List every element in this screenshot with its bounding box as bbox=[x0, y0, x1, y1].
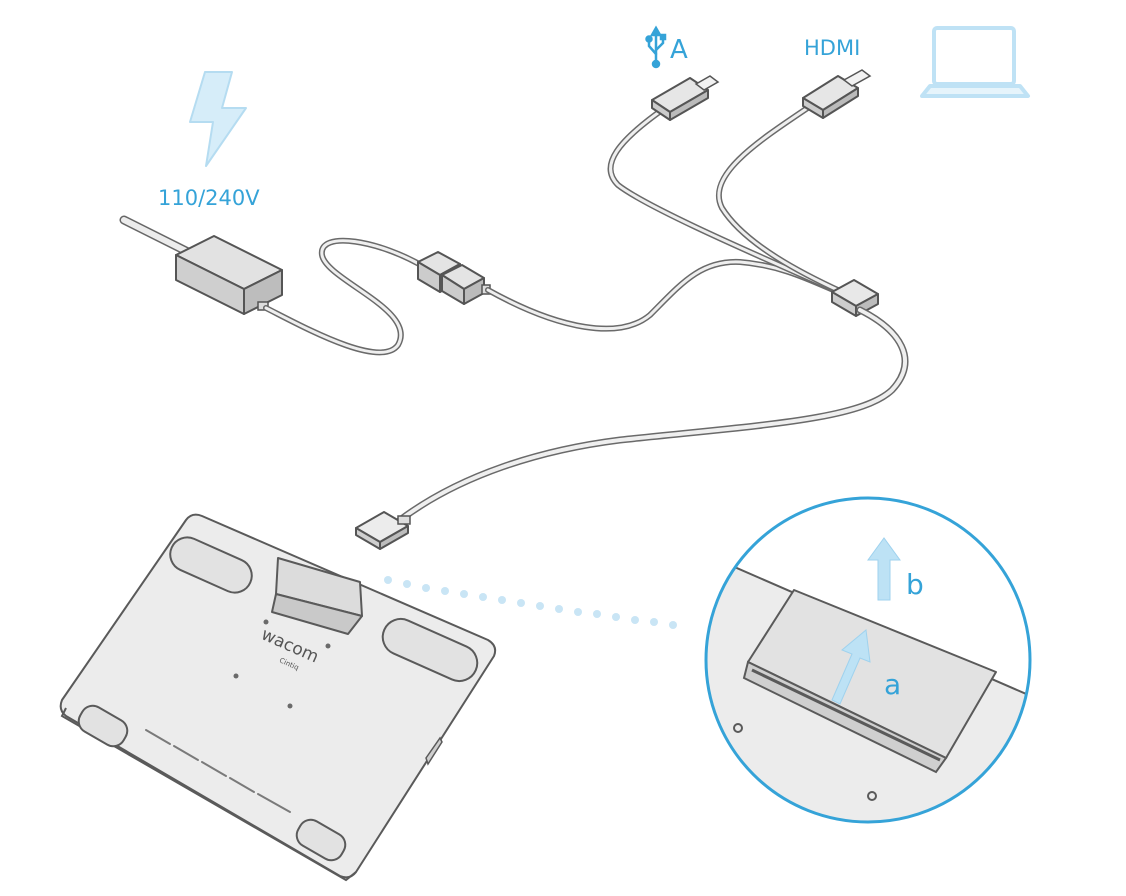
zoom-callout: a b bbox=[704, 496, 1032, 824]
step-b-label: b bbox=[906, 568, 924, 601]
usb-a-label: A bbox=[670, 35, 688, 65]
usb-plug bbox=[651, 75, 720, 121]
grip-right bbox=[381, 617, 479, 683]
display-connector bbox=[355, 511, 411, 550]
grip-top-left bbox=[169, 536, 253, 594]
mount-holes bbox=[233, 619, 331, 709]
power-adapter bbox=[175, 235, 283, 315]
cintiq-display-back: wacom Cintiq bbox=[59, 513, 497, 882]
laptop-icon bbox=[920, 26, 1030, 98]
grip-bottom-right bbox=[295, 818, 347, 862]
arrow-a-icon bbox=[831, 629, 871, 705]
main-display-cable bbox=[396, 306, 909, 524]
zoom-leader-dots bbox=[384, 576, 677, 629]
inline-power-connector bbox=[417, 251, 491, 305]
usb-icon bbox=[645, 25, 667, 69]
hdmi-cable bbox=[715, 102, 845, 295]
lightning-bolt-icon bbox=[189, 71, 247, 167]
cable-hub bbox=[831, 279, 879, 317]
step-a-label: a bbox=[884, 668, 901, 701]
usb-cable bbox=[607, 107, 843, 295]
hdmi-plug bbox=[802, 69, 872, 119]
hdmi-label: HDMI bbox=[804, 36, 860, 60]
power-cable-to-hub bbox=[485, 258, 841, 332]
power-voltage-label: 110/240V bbox=[158, 186, 260, 210]
adapter-dc-cable bbox=[263, 237, 429, 356]
vent-slots bbox=[145, 729, 291, 813]
arrow-b-icon bbox=[867, 537, 901, 601]
grip-bottom-left bbox=[77, 704, 129, 748]
